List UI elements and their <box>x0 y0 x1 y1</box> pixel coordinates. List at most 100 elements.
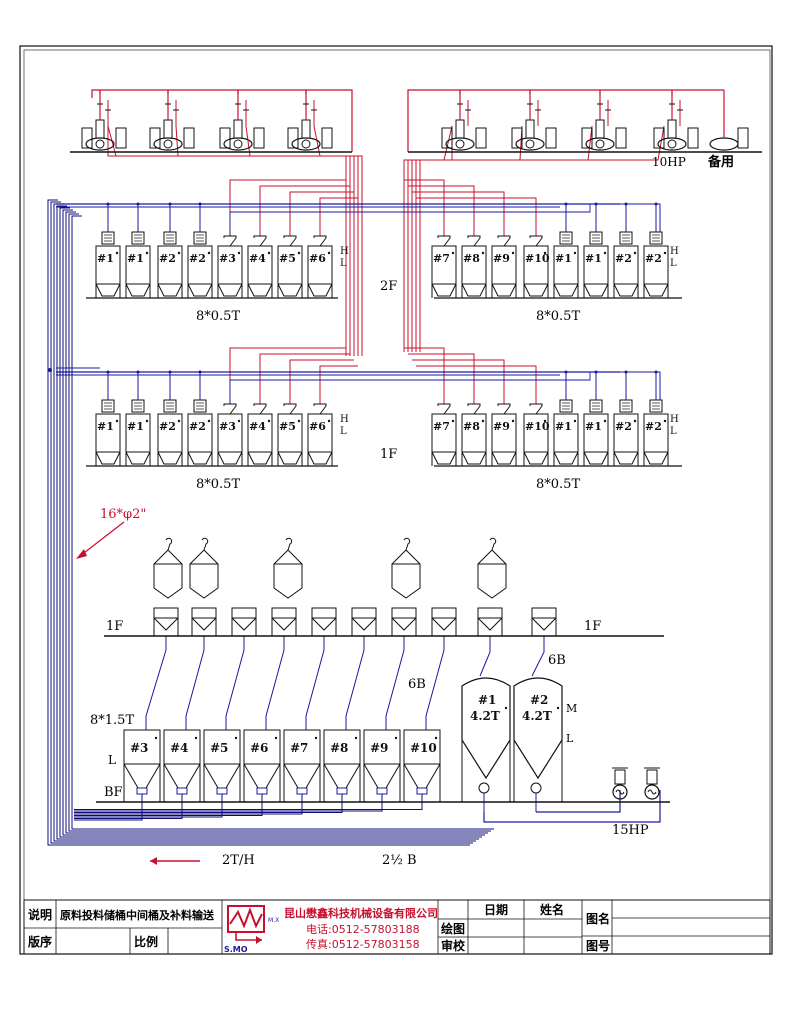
bf-tank-cone <box>163 763 201 789</box>
storage-bin: #3 <box>217 403 243 466</box>
top-spare-label: 备用 <box>707 154 734 170</box>
bf-capacity-label: 8*1.5T <box>90 713 134 728</box>
bf-outlet <box>176 787 188 795</box>
hanging-bag <box>391 537 421 599</box>
bag-discharge-station <box>531 607 557 636</box>
pump-filter <box>646 769 658 785</box>
storage-bin: #1 <box>125 399 151 466</box>
red-branch-right <box>408 185 475 236</box>
crane-hook <box>489 537 497 551</box>
bin-cone <box>613 451 639 465</box>
filter <box>525 119 535 139</box>
red-branch-left <box>289 191 354 236</box>
level-l-right: L <box>670 426 677 437</box>
bag-sling <box>167 549 183 565</box>
dryer-unit <box>193 399 207 413</box>
red-branch-right <box>412 191 505 236</box>
bin-body <box>643 413 669 453</box>
desc-label: 说明 <box>28 907 52 922</box>
crane-hook <box>201 537 209 551</box>
blower-pump <box>612 767 628 800</box>
top-feeder-station-row <box>70 90 762 153</box>
storage-bin: #7 <box>431 403 457 466</box>
station-funnel <box>351 617 377 631</box>
ground-floor-feeding: #3#4#5#6#7#8#9#10#14.2T#24.2T <box>96 537 670 803</box>
company-name: 昆山懋鑫科技机械设备有限公司 <box>284 906 438 920</box>
blue-joint <box>106 370 110 374</box>
title-block-frame <box>23 899 771 955</box>
blue-outlet-line <box>74 794 423 810</box>
bin-label: #2 <box>159 252 176 265</box>
big-tank-l-label: L <box>566 732 574 745</box>
storage-bin: #1 <box>553 399 579 466</box>
pump-symbol <box>615 789 625 795</box>
feeder-station <box>653 90 699 151</box>
station-funnel <box>311 617 337 631</box>
jumbo-bag <box>391 563 421 599</box>
bag-sling <box>287 549 303 565</box>
storage-bin: #1 <box>583 399 609 466</box>
station-funnel <box>477 617 503 631</box>
blue-joint <box>136 202 140 206</box>
bin-body <box>157 245 183 285</box>
blower-fan <box>95 139 105 149</box>
blue-loop <box>229 204 591 236</box>
feeder-hopper <box>581 127 593 149</box>
station-frame <box>351 607 377 619</box>
dryer-unit <box>163 399 177 413</box>
dryer-unit <box>131 231 145 245</box>
bin-label: #3 <box>219 420 236 433</box>
feeder-station <box>581 90 627 151</box>
red-branch-right <box>404 179 445 236</box>
dryer-unit <box>619 399 633 413</box>
bin-body <box>95 245 121 285</box>
bin-cone <box>157 451 183 465</box>
level-sensor-dot <box>145 251 149 255</box>
bin-label: #1 <box>555 252 572 265</box>
red-branch-right <box>416 197 537 236</box>
storage-bin: #2 <box>187 399 213 466</box>
feeder-hopper <box>475 127 487 149</box>
bf-tank-cone <box>323 763 361 789</box>
filter <box>233 119 243 139</box>
level-l-left: L <box>340 426 347 437</box>
bag-discharge-station <box>311 607 337 636</box>
bin-label: #1 <box>127 420 144 433</box>
bin-cone <box>307 283 333 297</box>
bf-outlet <box>296 787 308 795</box>
bin-cone <box>491 283 517 297</box>
desc-value: 原料投料储桶中间桶及补料输送 <box>60 908 215 922</box>
vacuum-loader <box>529 235 543 247</box>
level-sensor-dot <box>603 419 607 423</box>
bin-label: #10 <box>525 420 550 433</box>
feeder-station <box>287 90 333 151</box>
blower-fan <box>525 139 535 149</box>
bin-cone <box>157 283 183 297</box>
pump-body <box>612 784 628 800</box>
blue-feed-line <box>305 636 325 730</box>
level-sensor-dot <box>267 419 271 423</box>
level-sensor-dot <box>177 419 181 423</box>
pipe-label-pointer <box>79 521 125 557</box>
ground-1f-right-label: 1F <box>584 619 601 634</box>
blue-feed-line <box>345 636 365 730</box>
pump-filter <box>614 769 626 785</box>
blue-feed-line <box>185 636 205 730</box>
bag-sling <box>273 549 289 565</box>
dryer-unit <box>131 399 145 413</box>
feeder-hopper <box>321 127 333 149</box>
name-label: 姓名 <box>540 902 564 917</box>
level-sensor-dot <box>177 251 181 255</box>
station-funnel <box>271 617 297 631</box>
station-frame <box>271 607 297 619</box>
big-tank-level-dot <box>556 706 560 710</box>
red-bundle-right <box>419 125 453 352</box>
feeder-hopper <box>149 127 161 149</box>
station-frame <box>391 607 417 619</box>
bf-tank-body <box>123 729 161 765</box>
blower-fan <box>301 139 311 149</box>
blue-joint <box>564 370 568 374</box>
bf-tank: #3 <box>123 729 161 802</box>
level-sensor-dot <box>481 419 485 423</box>
title-block: 说明 原料投料储桶中间桶及补料输送 版序 比例 S.MO M.X 昆山懋鑫科技机… <box>23 899 771 955</box>
